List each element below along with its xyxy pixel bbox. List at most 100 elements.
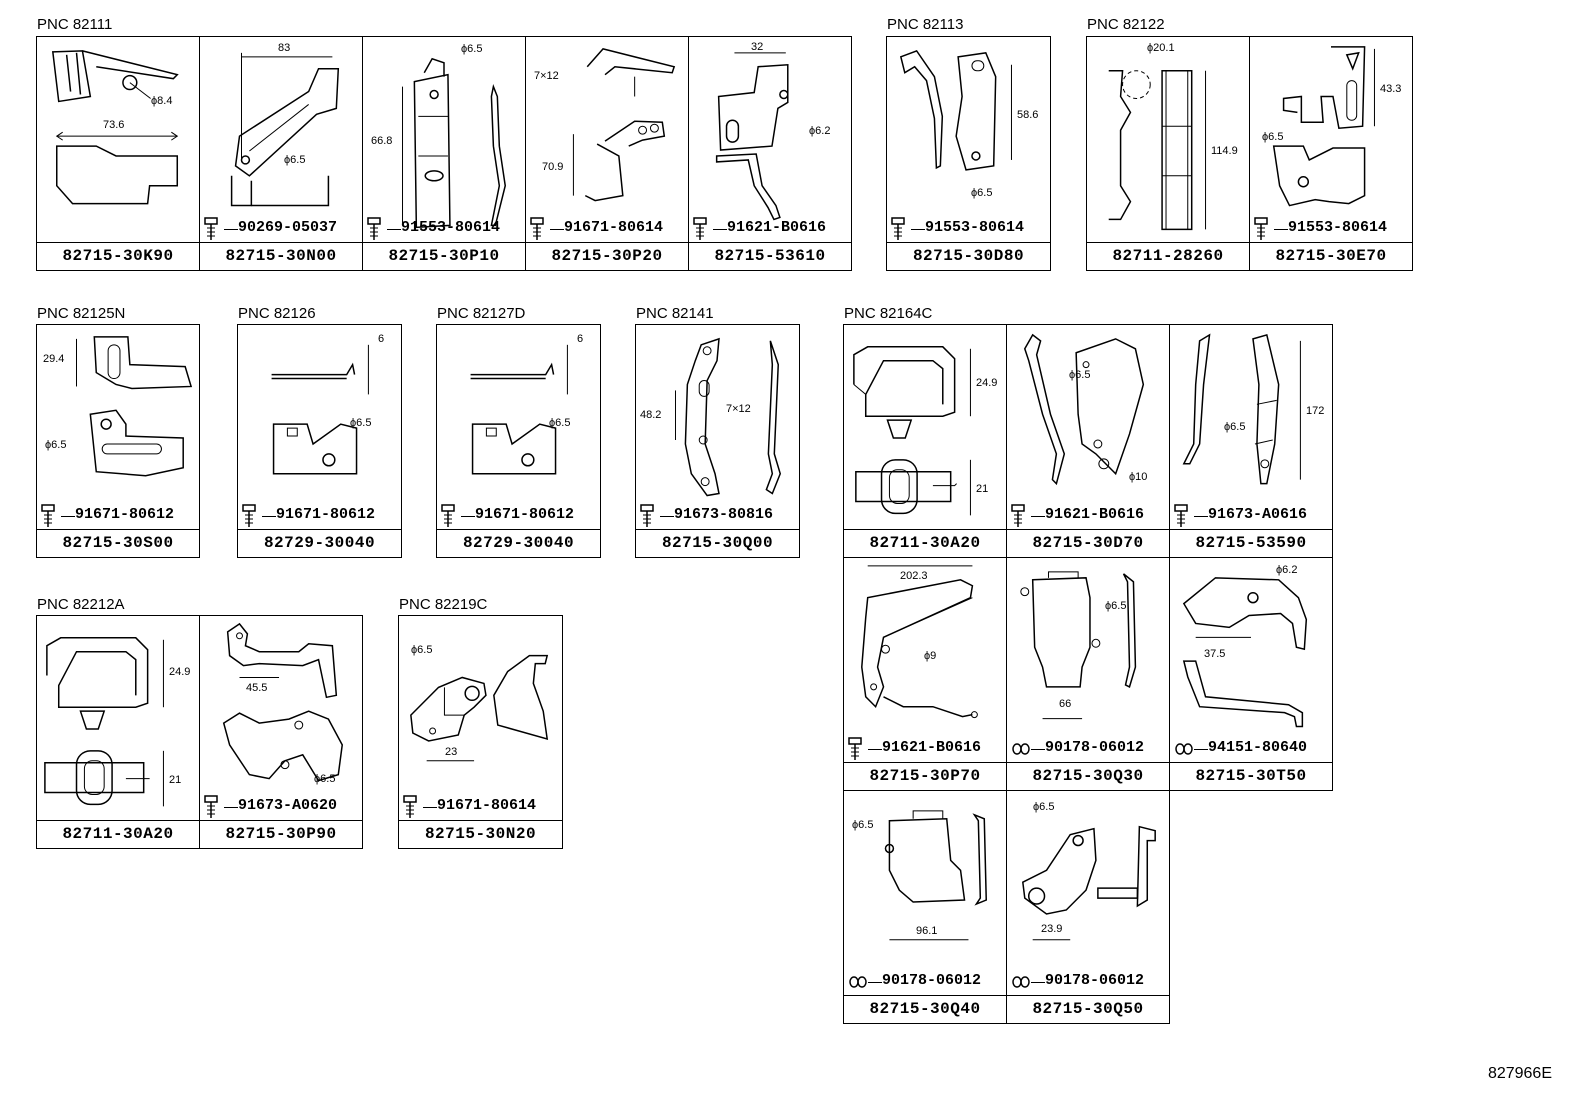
bolt-part-number[interactable]: 90178-06012 — [1045, 739, 1145, 756]
bolt-part-number[interactable]: 91553-80614 — [925, 219, 1025, 236]
part-number[interactable]: 82715-30T50 — [1170, 762, 1332, 790]
dim-label: 202.3 — [900, 570, 928, 582]
part-cell-82715-30K90[interactable]: ϕ8.4 73.6 82715-30K90 — [36, 36, 200, 271]
part-number[interactable]: 82715-30N00 — [200, 242, 362, 270]
bolt-part-number[interactable]: 91671-80614 — [437, 797, 537, 814]
bracket-drawing — [1170, 558, 1332, 790]
bolt-callout: 91621-B0616 — [848, 739, 1004, 759]
washer-icon — [1011, 970, 1033, 994]
part-cell-82715-30D80[interactable]: 58.6 ϕ6.5 91553-80614 82715-30D80 — [886, 36, 1051, 271]
part-number[interactable]: 82715-53610 — [689, 242, 851, 270]
part-number[interactable]: 82715-30E70 — [1250, 242, 1412, 270]
pnc-label-82164c: PNC 82164C — [844, 305, 933, 322]
dim-label: ϕ6.5 — [411, 644, 433, 656]
bolt-part-number[interactable]: 90178-06012 — [1045, 972, 1145, 989]
bolt-part-number[interactable]: 90269-05037 — [238, 219, 338, 236]
part-number[interactable]: 82715-30S00 — [37, 529, 199, 557]
dim-label: 58.6 — [1017, 109, 1039, 121]
part-cell-82729-30040-b[interactable]: 6 ϕ6.5 91671-80612 82729-30040 — [436, 324, 601, 558]
part-number[interactable]: 82715-30D80 — [887, 242, 1050, 270]
part-cell-82715-30Q40[interactable]: ϕ6.5 96.1 90178-06012 82715-30Q40 — [843, 790, 1007, 1024]
part-number[interactable]: 82711-30A20 — [37, 820, 199, 848]
part-cell-82711-28260[interactable]: ϕ20.1 114.9 82711-28260 — [1086, 36, 1250, 271]
bolt-part-number[interactable]: 91621-B0616 — [1045, 506, 1145, 523]
bolt-part-number[interactable]: 91553-80614 — [1288, 219, 1388, 236]
part-number[interactable]: 82715-30Q40 — [844, 995, 1006, 1023]
part-number[interactable]: 82711-30A20 — [844, 529, 1006, 557]
bolt-part-number[interactable]: 91671-80612 — [475, 506, 575, 523]
dim-label: 32 — [751, 41, 764, 53]
part-cell-82715-30Q30[interactable]: ϕ6.5 66 90178-06012 82715-30Q30 — [1006, 557, 1170, 791]
part-cell-82715-30N00[interactable]: 83 ϕ6.5 90269-05037 82715-30N00 — [199, 36, 363, 271]
bolt-part-number[interactable]: 91673-A0616 — [1208, 506, 1308, 523]
part-cell-82715-30S00[interactable]: 29.4 ϕ6.5 91671-80612 82715-30S00 — [36, 324, 200, 558]
bolt-part-number[interactable]: 91553-80614 — [401, 219, 501, 236]
bolt-callout: 90269-05037 — [204, 219, 360, 239]
part-cell-82711-30A20-a[interactable]: 24.9 21 82711-30A20 — [843, 324, 1007, 558]
bracket-drawing — [399, 616, 562, 848]
bolt-part-number[interactable]: 90178-06012 — [882, 972, 982, 989]
dim-label: 21 — [976, 483, 989, 495]
bolt-part-number[interactable]: 91621-B0616 — [727, 219, 827, 236]
bolt-icon — [640, 504, 662, 528]
bolt-callout: 91673-80816 — [640, 506, 797, 526]
part-cell-82715-30E70[interactable]: 43.3 ϕ6.5 91553-80614 82715-30E70 — [1249, 36, 1413, 271]
part-cell-82715-30P20[interactable]: 7×12 70.9 91671-80614 82715-30P20 — [525, 36, 689, 271]
part-cell-82715-30N20[interactable]: ϕ6.5 23 91671-80614 82715-30N20 — [398, 615, 563, 849]
bolt-part-number[interactable]: 91671-80614 — [564, 219, 664, 236]
part-cell-82715-30P90[interactable]: 45.5 ϕ6.5 91673-A0620 82715-30P90 — [199, 615, 363, 849]
part-cell-82715-30P10[interactable]: ϕ6.5 66.8 91553-80614 82715-30P10 — [362, 36, 526, 271]
part-number[interactable]: 82715-30N20 — [399, 820, 562, 848]
part-cell-82715-53610[interactable]: 32 ϕ6.2 91621-B0616 82715-53610 — [688, 36, 852, 271]
dim-label: 37.5 — [1204, 648, 1226, 660]
dim-label: 45.5 — [246, 682, 268, 694]
bolt-callout: 90178-06012 — [1011, 739, 1167, 759]
part-number[interactable]: 82715-30P10 — [363, 242, 525, 270]
bracket-drawing — [200, 37, 362, 270]
bolt-callout: 91553-80614 — [1254, 219, 1410, 239]
clip-drawing — [1087, 37, 1249, 270]
part-number[interactable]: 82715-30Q00 — [636, 529, 799, 557]
part-cell-82711-30A20-b[interactable]: 24.9 21 82711-30A20 — [36, 615, 200, 849]
bolt-icon — [891, 217, 913, 241]
part-number[interactable]: 82715-53590 — [1170, 529, 1332, 557]
part-number[interactable]: 82715-30Q50 — [1007, 995, 1169, 1023]
bolt-part-number[interactable]: 94151-80640 — [1208, 739, 1308, 756]
part-number[interactable]: 82715-30D70 — [1007, 529, 1169, 557]
dim-label: 6 — [378, 333, 385, 345]
dim-label: 23.9 — [1041, 923, 1063, 935]
bolt-part-number[interactable]: 91671-80612 — [276, 506, 376, 523]
part-cell-82715-30Q00[interactable]: 48.2 7×12 91673-80816 82715-30Q00 — [635, 324, 800, 558]
bolt-part-number[interactable]: 91673-80816 — [674, 506, 774, 523]
part-number[interactable]: 82729-30040 — [238, 529, 401, 557]
part-number[interactable]: 82715-30Q30 — [1007, 762, 1169, 790]
part-cell-82715-30Q50[interactable]: ϕ6.5 23.9 90178-06012 82715-30Q50 — [1006, 790, 1170, 1024]
bolt-icon — [848, 737, 870, 761]
part-number[interactable]: 82715-30P70 — [844, 762, 1006, 790]
part-number[interactable]: 82729-30040 — [437, 529, 600, 557]
bolt-part-number[interactable]: 91673-A0620 — [238, 797, 338, 814]
part-cell-82729-30040-a[interactable]: 6 ϕ6.5 91671-80612 82729-30040 — [237, 324, 402, 558]
bolt-icon — [41, 504, 63, 528]
dim-label: 172 — [1306, 405, 1325, 417]
part-number[interactable]: 82715-30K90 — [37, 242, 199, 270]
bolt-icon — [1254, 217, 1276, 241]
pnc-label-82127d: PNC 82127D — [437, 305, 526, 322]
bracket-drawing — [636, 325, 799, 557]
pnc-label-82141: PNC 82141 — [636, 305, 714, 322]
bolt-callout: 91673-A0620 — [204, 797, 360, 817]
bolt-part-number[interactable]: 91621-B0616 — [882, 739, 982, 756]
part-number[interactable]: 82715-30P20 — [526, 242, 688, 270]
part-cell-82715-30T50[interactable]: ϕ6.2 37.5 94151-80640 82715-30T50 — [1169, 557, 1333, 791]
part-number[interactable]: 82711-28260 — [1087, 242, 1249, 270]
bracket-drawing — [526, 37, 688, 270]
bolt-part-number[interactable]: 91671-80612 — [75, 506, 175, 523]
part-cell-82715-30P70[interactable]: 202.3 ϕ9 91621-B0616 82715-30P70 — [843, 557, 1007, 791]
dim-label: 43.3 — [1380, 83, 1402, 95]
part-cell-82715-30D70[interactable]: ϕ6.5 ϕ10 91621-B0616 82715-30D70 — [1006, 324, 1170, 558]
part-cell-82715-53590[interactable]: 172 ϕ6.5 91673-A0616 82715-53590 — [1169, 324, 1333, 558]
bolt-callout: 91673-A0616 — [1174, 506, 1330, 526]
dim-label: ϕ6.5 — [1105, 600, 1127, 612]
part-number[interactable]: 82715-30P90 — [200, 820, 362, 848]
bolt-callout: 94151-80640 — [1174, 739, 1330, 759]
